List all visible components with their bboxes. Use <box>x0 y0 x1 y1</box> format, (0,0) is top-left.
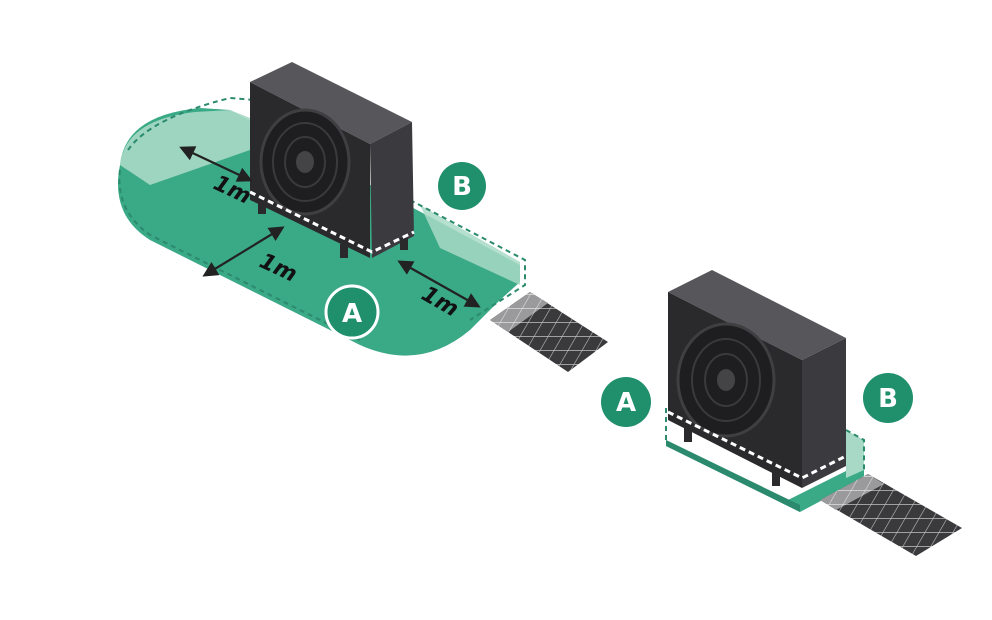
drain-grate-icon <box>490 292 608 372</box>
badge-a-right-label: A <box>616 388 636 418</box>
right-installation: A B <box>601 270 962 556</box>
badge-a-right: A <box>601 377 651 427</box>
fan-icon-right <box>676 322 776 438</box>
badge-b-left: B <box>438 162 486 210</box>
fan-icon <box>259 108 351 216</box>
badge-a-left: A <box>324 284 380 340</box>
badge-b-left-label: B <box>452 172 472 202</box>
drain-grate-icon-right <box>820 474 962 556</box>
badge-a-left-label: A <box>342 299 362 329</box>
heat-pump-unit <box>249 62 415 258</box>
heat-pump-unit-right <box>667 270 847 488</box>
zone-a-base-pad <box>665 408 865 512</box>
left-installation: 1m 1m 1m B A <box>118 62 608 372</box>
badge-b-right: B <box>863 373 913 423</box>
badge-b-right-label: B <box>878 384 898 414</box>
double-arrow-icon <box>179 146 481 308</box>
